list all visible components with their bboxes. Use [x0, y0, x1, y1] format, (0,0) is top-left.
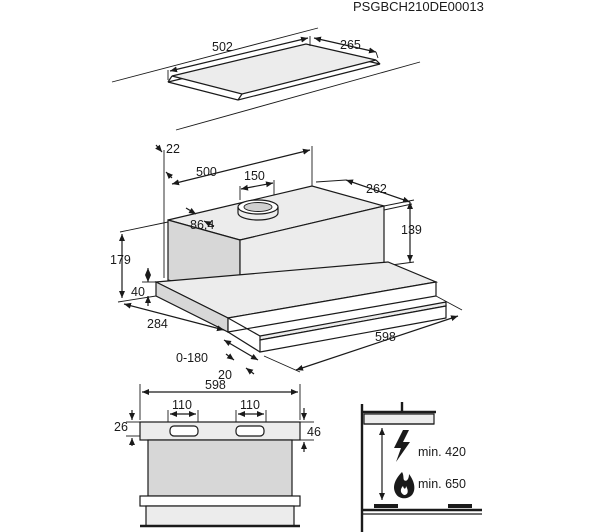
hood-width-label: 598: [375, 330, 396, 344]
total-height-label: 179: [110, 253, 131, 267]
product-code: PSGBCH210DE00013: [353, 0, 484, 14]
duct-setback-label: 86,4: [190, 218, 214, 232]
flame-icon: [394, 472, 415, 499]
opening-left-label: 110: [172, 398, 192, 412]
cutout-depth-label: 265: [340, 38, 361, 52]
visor-height-label: 40: [131, 285, 145, 299]
front-visor: [139, 495, 301, 507]
right-height-label: 46: [307, 425, 321, 439]
hood-isometric: 22 500 150 262 86,4 139: [110, 142, 463, 382]
hood-length-label: 500: [196, 165, 217, 179]
hood-depth-label: 262: [366, 182, 387, 196]
hob-burner-left: [374, 504, 398, 508]
electric-clearance-label: min. 420: [418, 445, 466, 459]
opening-right-label: 110: [240, 398, 260, 412]
front-view: 598 110 110 26 46: [114, 378, 321, 528]
left-height-label: 26: [114, 420, 128, 434]
front-top-band: [139, 421, 301, 441]
body-height-label: 139: [401, 223, 422, 237]
drawer-depth-label: 284: [147, 317, 168, 331]
cutout-width-label: 502: [212, 40, 233, 54]
front-body: [147, 439, 293, 497]
front-slot-right: [235, 425, 265, 437]
lightning-icon: [394, 430, 410, 462]
front-slot-left: [169, 425, 199, 437]
front-offset-label: 20: [218, 368, 232, 382]
gas-clearance-label: min. 650: [418, 477, 466, 491]
top-offset-label: 22: [166, 142, 180, 156]
installation-clearance: min. 420 min. 650: [360, 402, 482, 532]
hob-burner-right: [448, 504, 472, 508]
extension-label: 0-180: [176, 351, 208, 365]
duct-diameter-label: 150: [244, 169, 265, 183]
cutout-drawing: 502 265: [111, 27, 421, 131]
front-width-label: 598: [205, 378, 226, 392]
